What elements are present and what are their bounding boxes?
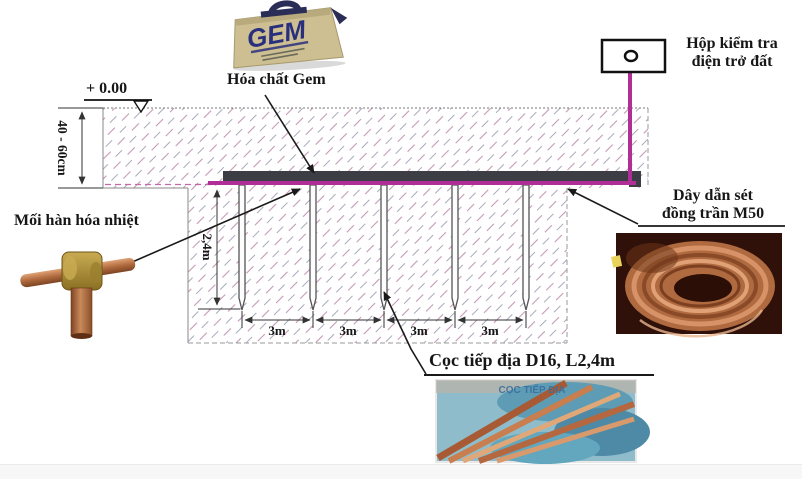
rod-length-label: 2,4m xyxy=(200,233,215,261)
copper-coil-photo xyxy=(611,233,782,338)
spacing-label: 3m xyxy=(410,323,428,338)
ground-rods xyxy=(238,184,530,311)
bottom-strip xyxy=(0,464,802,479)
gem-leader-arrow xyxy=(264,94,315,174)
dimension-rod-spacing xyxy=(241,311,527,328)
down-conductor-line xyxy=(208,58,636,185)
conductor-label: Dây dẫn sét đồng trần M50 xyxy=(642,187,784,223)
weld-joint-photo xyxy=(20,251,136,339)
elevation-arrow-icon xyxy=(132,100,150,114)
dimension-rod-length xyxy=(198,189,240,310)
test-box-label-line1: Hộp kiểm tra xyxy=(686,35,778,52)
depth-dimension-label: 40 - 60cm xyxy=(55,120,70,176)
ground-rod xyxy=(522,184,530,311)
test-box xyxy=(600,38,667,74)
elevation-label: + 0.00 xyxy=(86,80,128,97)
weld-leader-arrow xyxy=(129,188,301,264)
ground-rod xyxy=(380,184,388,311)
spacing-label: 3m xyxy=(268,323,286,338)
ground-rod xyxy=(238,184,246,311)
ground-rods-photo: CỌC TIẾP ĐỊA xyxy=(435,379,650,464)
spacing-label: 3m xyxy=(339,323,357,338)
dimension-depth xyxy=(58,107,103,189)
rod-leader-arrow xyxy=(383,291,654,376)
elevation-marker xyxy=(84,99,152,114)
test-box-terminal xyxy=(623,49,639,63)
gem-chemical-label: Hóa chất Gem xyxy=(227,71,326,88)
spacing-label: 3m xyxy=(481,323,499,338)
conductor-label-line2: đồng trần M50 xyxy=(661,205,765,222)
test-box-label: Hộp kiểm tra điện trở đất xyxy=(668,35,796,71)
conductor-label-line1: Dây dẫn sét xyxy=(672,187,753,204)
gem-bag-photo: GEM xyxy=(233,0,348,71)
conductor-leader-arrow xyxy=(567,188,785,227)
ground-rod xyxy=(309,184,317,311)
rod-spec-label: Cọc tiếp địa D16, L2,4m xyxy=(429,350,615,370)
weld-label: Mối hàn hóa nhiệt xyxy=(14,212,139,229)
ground-rod xyxy=(451,184,459,311)
test-box-label-line2: điện trở đất xyxy=(691,53,773,70)
rods-photo-overlay-text: CỌC TIẾP ĐỊA xyxy=(498,383,565,396)
